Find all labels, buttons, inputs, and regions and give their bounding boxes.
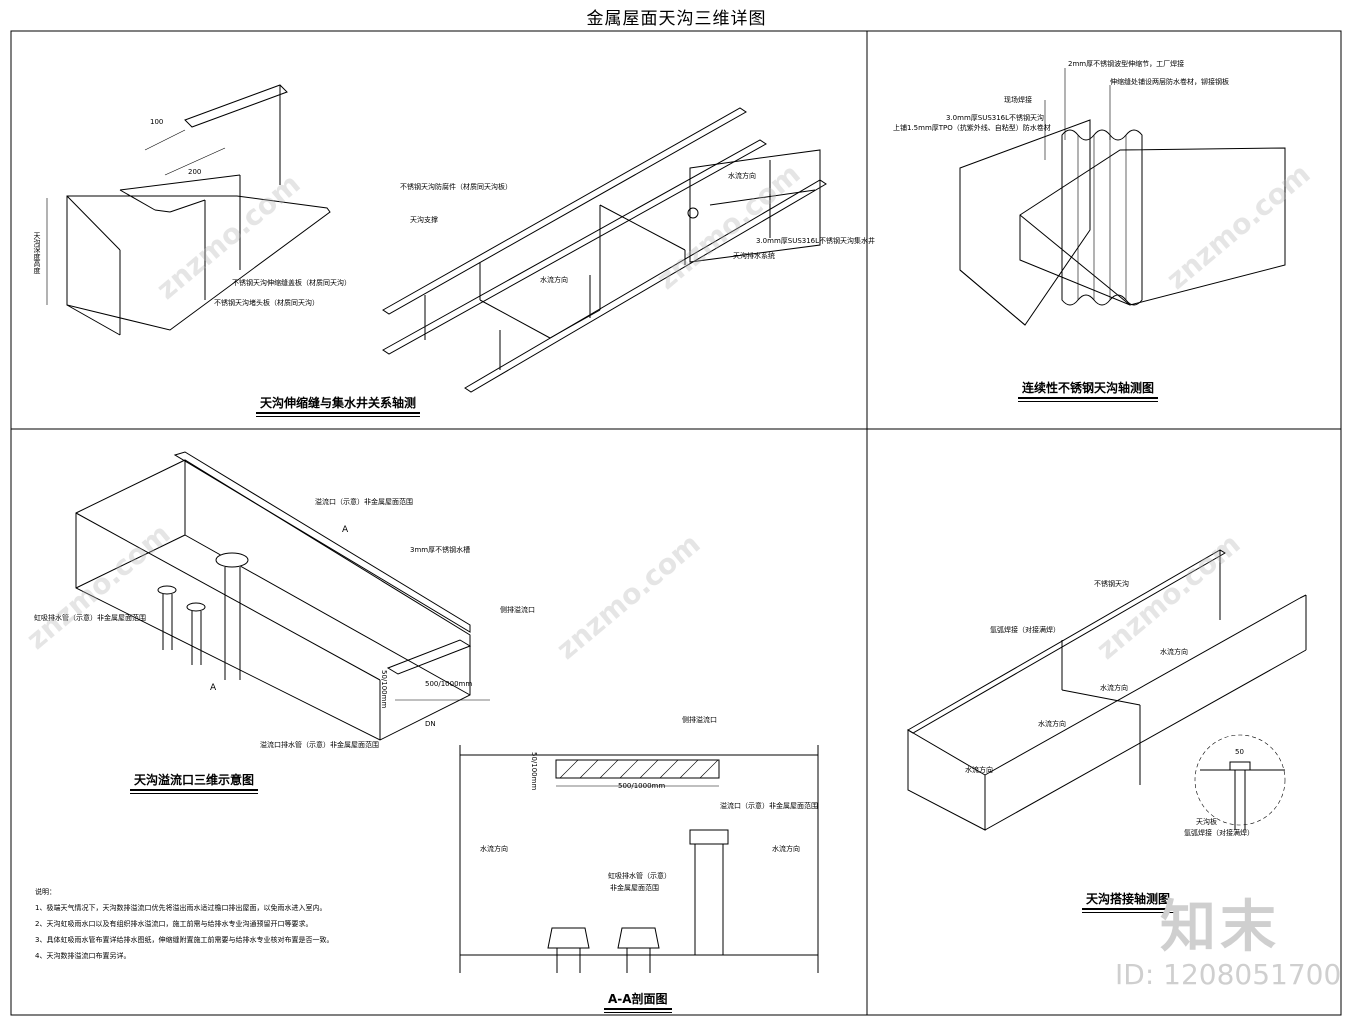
p4-title: A-A剖面图: [604, 990, 672, 1013]
p4-outlet-label: 侧排溢流口: [682, 716, 717, 724]
p5-title: 天沟搭接轴测图: [1082, 890, 1175, 913]
p1-cover-label: 不锈钢天沟伸缩缝盖板（材质同天沟）: [232, 279, 351, 287]
p2-label-a: 2mm厚不锈钢波型伸缩节，工厂焊接: [1068, 60, 1185, 68]
p2-label-d: 3.0mm厚SUS316L不锈钢天沟: [946, 114, 1045, 122]
p4-section: [459, 745, 819, 973]
p5-plate-label: 天沟板: [1196, 818, 1217, 826]
sheet-title: 金属屋面天沟三维详图: [586, 9, 767, 29]
p1-height-label: 天沟深度高度: [33, 232, 41, 274]
p1-well-label: 3.0mm厚SUS316L不锈钢天沟集水井: [756, 237, 876, 245]
p5-flow-3: 水流方向: [1038, 720, 1066, 728]
p4-dim-h: 50/100mm: [530, 752, 538, 791]
id-text: ID: 1208051700: [1115, 958, 1342, 991]
p5-gutter-label: 不锈钢天沟: [1094, 580, 1129, 588]
p5-dim-50: 50: [1235, 748, 1244, 756]
p3-section-mark-b: A: [342, 525, 349, 535]
p5-lap-joint: [907, 549, 1307, 831]
p1-support-label: 不锈钢天沟防腐件（材质同天沟板）: [400, 183, 512, 191]
p2-label-b: 伸缩缝处铺设两层防水卷材，铆接钢板: [1110, 78, 1229, 86]
p3-dim-h: 50/100mm: [380, 670, 388, 709]
p5-weld-label-2: 氩弧焊接（对接满焊）: [1184, 829, 1254, 837]
note-item: 4、天沟数排溢流口布置另详。: [35, 952, 131, 960]
p1-dim-200: 200: [188, 168, 202, 176]
p1-end-label: 不锈钢天沟堵头板（材质同天沟）: [214, 299, 319, 307]
note-item: 2、天沟虹吸雨水口以及有组织排水溢流口，施工前需与给排水专业沟通预留开口等要求。: [35, 920, 313, 928]
p3-title: 天沟溢流口三维示意图: [130, 771, 259, 794]
outer-frame: [10, 30, 1342, 1016]
p3-overflow-3d: [75, 451, 490, 741]
p3-section-mark-a: A: [210, 683, 217, 693]
p3-overflow-label: 溢流口（示意）非金属屋面范围: [315, 498, 413, 506]
p3-outlet-label: 侧排溢流口: [500, 606, 535, 614]
note-item: 3、具体虹吸雨水管布置详给排水图纸，伸缩缝附置施工前需要与给排水专业核对布置是否…: [35, 936, 334, 944]
p1-flow-label: 水流方向: [540, 276, 568, 284]
p1-bracket-label: 天沟支撑: [410, 216, 438, 224]
p2-label-c: 现场焊接: [1004, 96, 1032, 104]
notes-block: 说明： 1、极端天气情况下，天沟数排溢流口优先将溢出雨水适过檐口排出屋面，以免雨…: [35, 884, 333, 964]
p4-flow-left: 水流方向: [480, 845, 508, 853]
p3-dim-w: 500/1000mm: [425, 680, 473, 688]
p1-dim-100: 100: [150, 118, 164, 126]
p1-drain-label: 天沟排水系统: [733, 252, 775, 260]
p3-plate-label: 3mm厚不锈钢水槽: [410, 546, 471, 554]
p1-title: 天沟伸缩缝与集水井关系轴测: [256, 394, 421, 417]
p1-gutter-run: [382, 107, 827, 393]
p3-pipe-label: 溢流口排水管（示意）非金属屋面范围: [260, 741, 379, 749]
p4-siphon-label-1: 虹吸排水管（示意）: [608, 872, 671, 880]
p4-siphon-label-2: 非金属屋面范围: [610, 884, 659, 892]
p1-flow-label-2: 水流方向: [728, 172, 756, 180]
p5-weld-label: 氩弧焊接（对接满焊）: [990, 626, 1060, 634]
p5-flow-4: 水流方向: [965, 766, 993, 774]
p4-overflow-label: 溢流口（示意）非金属屋面范围: [720, 802, 818, 810]
p3-siphon-label: 虹吸排水管（示意）非金属屋面范围: [34, 614, 146, 622]
note-item: 1、极端天气情况下，天沟数排溢流口优先将溢出雨水适过檐口排出屋面，以免雨水进入室…: [35, 904, 327, 912]
p1-gutter-end: [46, 84, 331, 336]
p4-flow-right: 水流方向: [772, 845, 800, 853]
p4-dim-w: 500/1000mm: [618, 782, 666, 790]
p2-continuous-gutter: [959, 68, 1286, 326]
p5-flow-1: 水流方向: [1160, 648, 1188, 656]
notes-heading: 说明：: [35, 888, 56, 896]
p2-title: 连续性不锈钢天沟轴测图: [1018, 379, 1159, 402]
p3-dim-dn: DN: [425, 720, 436, 728]
brand-logo: 知末: [1160, 895, 1280, 960]
p5-flow-2: 水流方向: [1100, 684, 1128, 692]
p2-label-e: 上铺1.5mm厚TPO（抗紫外线、自粘型）防水卷材: [893, 124, 1051, 132]
